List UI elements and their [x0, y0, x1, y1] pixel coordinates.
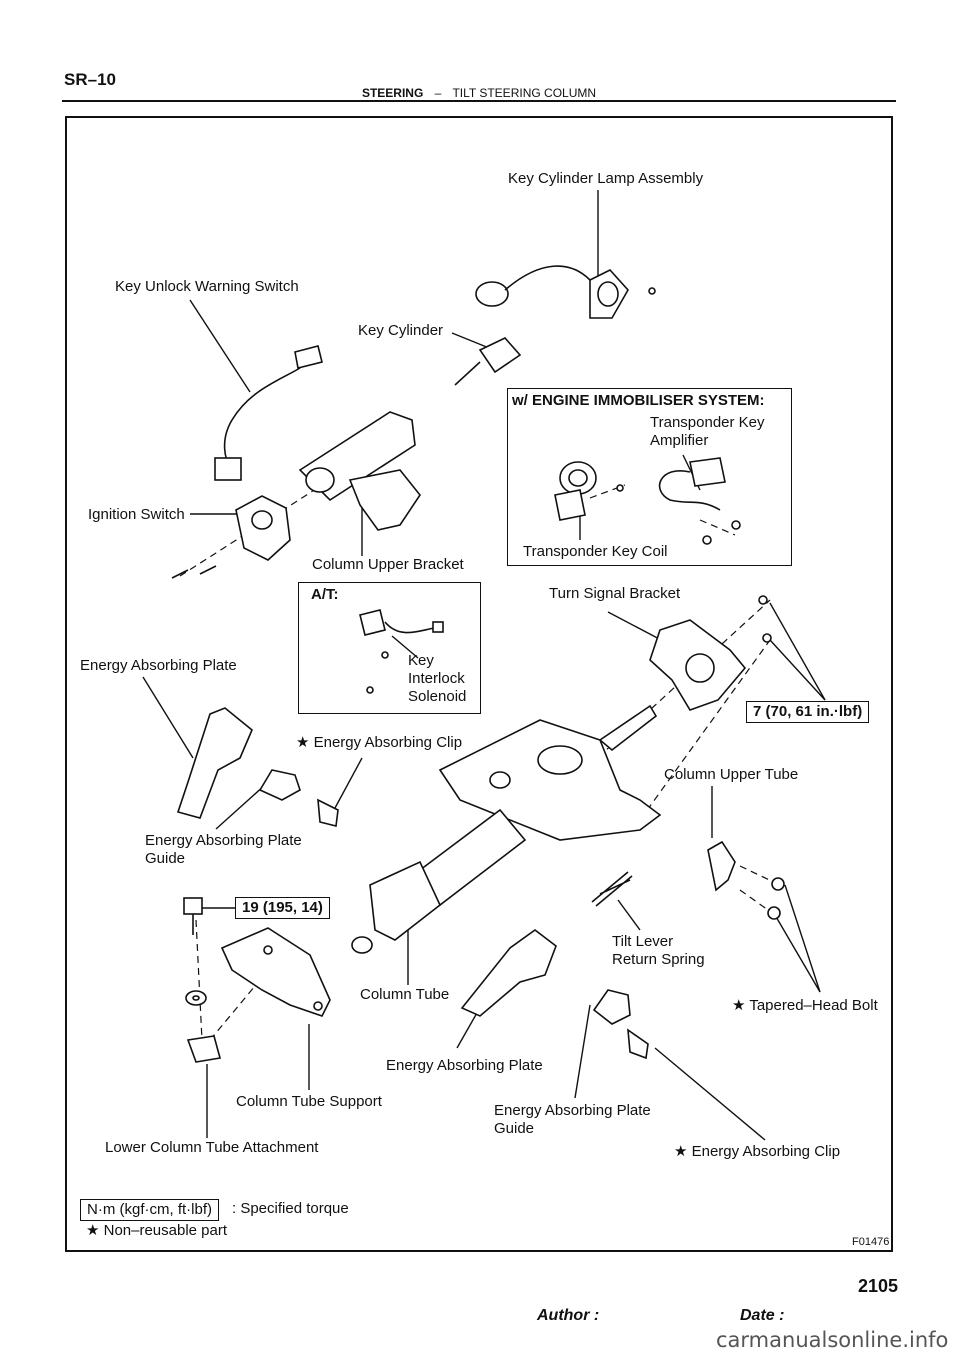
- energy-absorbing-plate-lower-label: Energy Absorbing Plate: [386, 1057, 543, 1074]
- turn-signal-bracket-label: Turn Signal Bracket: [549, 585, 681, 602]
- watermark: carmanualsonline.info: [716, 1328, 949, 1352]
- figure-code: F01476: [852, 1236, 890, 1248]
- section-code: SR–10: [64, 70, 116, 89]
- section-subtitle: TILT STEERING COLUMN: [452, 86, 597, 100]
- energy-absorbing-plate-upper-label: Energy Absorbing Plate: [80, 657, 237, 674]
- key-unlock-warning-switch-label: Key Unlock Warning Switch: [115, 278, 299, 295]
- tapered-head-bolt-label: ★ Tapered–Head Bolt: [732, 997, 878, 1014]
- column-tube-support-label: Column Tube Support: [236, 1093, 382, 1110]
- torque-legend-box: N·m (kgf·cm, ft·lbf): [80, 1199, 219, 1221]
- section-name: STEERING: [361, 86, 424, 100]
- energy-absorbing-plate-guide-upper-label: Energy Absorbing Plate Guide: [145, 832, 302, 867]
- energy-absorbing-plate-guide-lower-label: Energy Absorbing Plate Guide: [494, 1102, 651, 1137]
- transponder-key-coil-label: Transponder Key Coil: [523, 543, 668, 560]
- column-tube-label: Column Tube: [360, 986, 450, 1003]
- page-header-title: STEERING – TILT STEERING COLUMN: [62, 86, 896, 100]
- ignition-switch-label: Ignition Switch: [88, 506, 185, 523]
- tilt-lever-return-spring-label: Tilt Lever Return Spring: [612, 933, 705, 968]
- lower-column-tube-attachment-label: Lower Column Tube Attachment: [105, 1139, 319, 1156]
- immobiliser-inset-title: w/ ENGINE IMMOBILISER SYSTEM:: [512, 392, 765, 409]
- date-label: Date :: [740, 1307, 785, 1324]
- key-cylinder-label: Key Cylinder: [358, 322, 444, 339]
- author-label: Author :: [537, 1307, 600, 1324]
- at-inset-title: A/T:: [311, 586, 339, 603]
- nonreusable-legend-text: ★ Non–reusable part: [86, 1222, 228, 1239]
- turn-signal-torque-spec: 7 (70, 61 in.·lbf): [746, 701, 870, 723]
- header-dash: –: [434, 86, 442, 100]
- page-number: 2105: [858, 1276, 899, 1296]
- torque-legend-text: : Specified torque: [232, 1200, 349, 1217]
- energy-absorbing-clip-upper-label: ★ Energy Absorbing Clip: [296, 734, 463, 751]
- column-upper-bracket-label: Column Upper Bracket: [312, 556, 464, 573]
- key-cylinder-lamp-label: Key Cylinder Lamp Assembly: [508, 170, 704, 187]
- transponder-key-amplifier-label: Transponder Key Amplifier: [650, 414, 765, 449]
- at-inset: [298, 582, 481, 714]
- key-interlock-solenoid-label: Key Interlock Solenoid: [408, 652, 467, 705]
- header-rule: [62, 100, 896, 102]
- support-bolt-torque-spec: 19 (195, 14): [235, 897, 330, 919]
- immobiliser-inset: [507, 388, 792, 566]
- column-upper-tube-label: Column Upper Tube: [664, 766, 799, 783]
- diagram-frame: [65, 116, 893, 1252]
- energy-absorbing-clip-lower-label: ★ Energy Absorbing Clip: [674, 1143, 841, 1160]
